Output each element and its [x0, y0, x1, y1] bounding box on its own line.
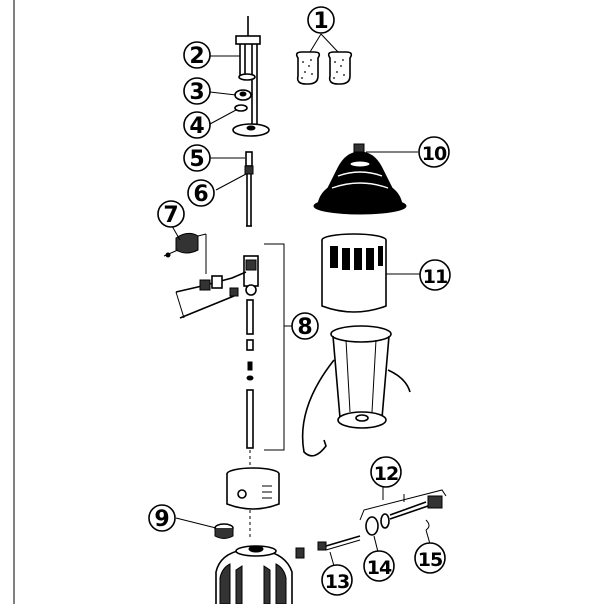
part-fuel-valve-assembly — [175, 243, 285, 451]
callout-12: 12 — [370, 456, 402, 488]
callout-3: 3 — [183, 77, 211, 105]
callout-label: 6 — [193, 182, 208, 207]
part-pump-rod — [317, 535, 361, 551]
part-nut — [234, 89, 252, 101]
part-ventilator-hood — [313, 143, 407, 215]
part-fount-cup — [226, 467, 280, 510]
callout-8: 8 — [291, 312, 319, 340]
callout-9: 9 — [148, 504, 176, 532]
callout-1: 1 — [307, 6, 335, 34]
part-valve-knob — [163, 232, 207, 274]
callout-13: 13 — [321, 564, 353, 596]
callout-15: 15 — [414, 542, 446, 574]
part-fuel-tank — [215, 545, 305, 604]
part-burner-plate — [232, 104, 270, 137]
callout-label: 12 — [374, 463, 398, 485]
part-globe-frame — [301, 325, 411, 457]
callout-label: 11 — [423, 266, 447, 288]
callout-5: 5 — [183, 144, 211, 172]
part-generator-tube — [244, 151, 254, 227]
part-filler-cap — [214, 523, 234, 539]
leader-lines — [171, 55, 431, 567]
callout-7: 7 — [157, 200, 185, 228]
callout-label: 5 — [189, 147, 204, 172]
callout-label: 1 — [313, 9, 328, 34]
part-frame-top — [218, 16, 261, 130]
part-globe — [321, 233, 387, 313]
callout-label: 4 — [189, 114, 204, 139]
callout-4: 4 — [183, 111, 211, 139]
part-mantles — [295, 33, 353, 85]
callout-label: 14 — [367, 557, 392, 579]
callout-14: 14 — [363, 550, 395, 582]
callout-label: 13 — [325, 571, 349, 593]
callout-11: 11 — [419, 259, 451, 291]
callout-label: 2 — [189, 44, 204, 69]
callout-label: 7 — [163, 203, 178, 228]
callout-2: 2 — [183, 41, 211, 69]
callout-label: 9 — [154, 507, 169, 532]
callout-label: 15 — [418, 549, 442, 571]
part-pump-assembly — [359, 489, 447, 536]
callout-6: 6 — [187, 179, 215, 207]
callout-label: 3 — [189, 80, 204, 105]
callout-label: 10 — [422, 143, 447, 165]
callout-label: 8 — [297, 315, 312, 340]
callout-10: 10 — [418, 136, 450, 168]
